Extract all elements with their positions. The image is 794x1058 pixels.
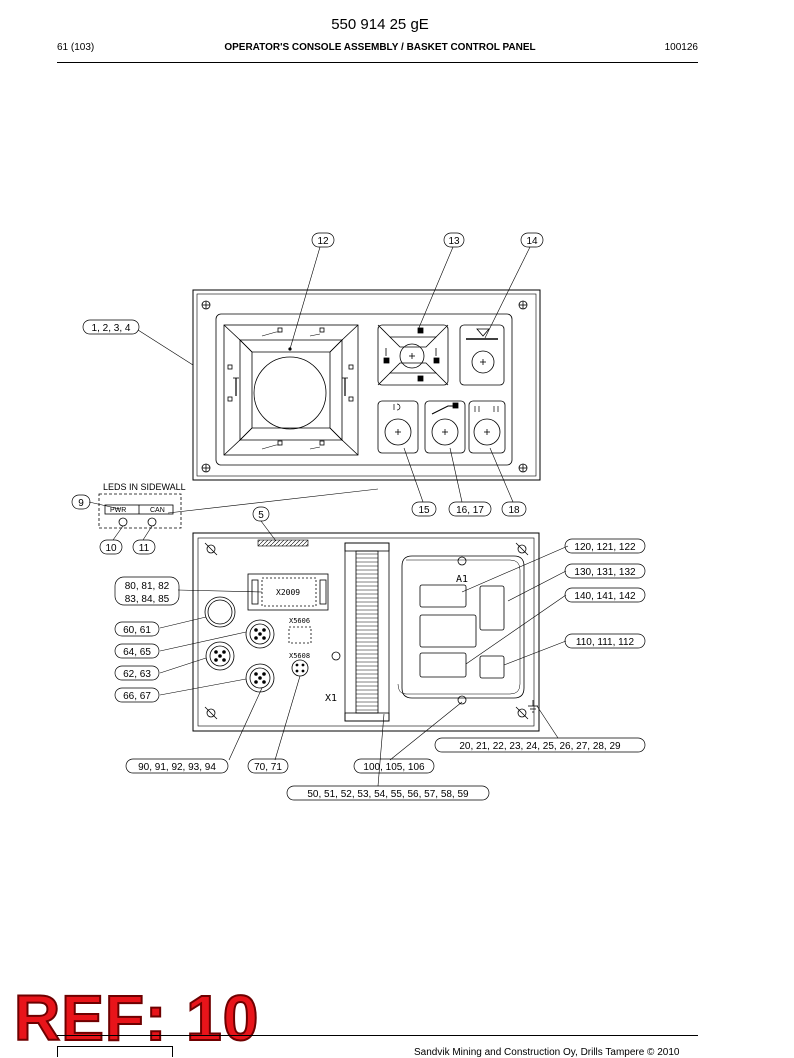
callout-9: 9 [78,498,84,509]
round-connector-64 [245,619,275,649]
callout-83-85: 83, 84, 85 [125,594,170,605]
reference-stamp: REF: 10 [13,982,260,1054]
callout-64-65: 64, 65 [123,647,151,658]
rotary-knob-18 [468,400,506,454]
callout-140: 140, 141, 142 [574,591,636,602]
callout-130: 130, 131, 132 [574,567,636,578]
four-way-switch-module [377,324,449,386]
document-code: 100126 [664,42,698,53]
console-front-panel [192,289,541,481]
callout-14: 14 [526,236,538,247]
callout-62-63: 62, 63 [123,669,151,680]
round-connector-60 [204,596,236,628]
callout-70-71: 70, 71 [254,762,282,773]
callout-15: 15 [418,505,430,516]
controller-a1 [397,555,525,705]
callout-66-67: 66, 67 [123,691,151,702]
console-rear-panel [192,532,540,732]
rotary-knob-15 [377,400,419,454]
callout-60-61: 60, 61 [123,625,151,636]
callout-12: 12 [317,236,329,247]
connector-x5608 [291,651,341,677]
callout-120: 120, 121, 122 [574,542,636,553]
x2009-label: X2009 [276,588,300,597]
round-connector-66 [245,663,275,693]
callout-90-94: 90, 91, 92, 93, 94 [138,762,216,773]
ground-terminal [528,700,538,713]
a1-label: A1 [456,574,468,585]
leader-lines [88,246,569,787]
callout-11: 11 [139,543,150,554]
emergency-stop-module [459,324,505,386]
sandvik-logo [57,1046,173,1057]
callout-110: 110, 111, 112 [576,637,635,648]
callout-16-17: 16, 17 [456,505,484,516]
header-rule [57,62,698,63]
joystick-module [223,324,359,456]
callout-20-29: 20, 21, 22, 23, 24, 25, 26, 27, 28, 29 [459,741,621,752]
terminal-strip-x1 [344,542,390,722]
callout-80-82: 80, 81, 82 [125,581,170,592]
page-number: 61 (103) [57,42,95,53]
page-title: OPERATOR'S CONSOLE ASSEMBLY / BASKET CON… [224,42,536,53]
corner-screw [201,300,528,473]
pwr-label: PWR [110,507,126,514]
x5606-label: X5606 [289,617,310,625]
callout-50-59: 50, 51, 52, 53, 54, 55, 56, 57, 58, 59 [307,789,469,800]
footer-rule [57,1035,698,1036]
callout-100-106: 100, 105, 106 [363,762,425,773]
callout-5: 5 [258,510,264,521]
callouts [71,232,646,801]
document-number: 550 914 25 gE [331,16,429,33]
callout-1-4: 1, 2, 3, 4 [92,323,131,334]
rotary-knob-16 [424,400,466,454]
x5608-label: X5608 [289,652,310,660]
corner-screw [204,542,529,720]
x1-label: X1 [325,693,337,704]
connector-x5606 [288,626,312,644]
round-connector-62 [205,641,235,671]
can-label: CAN [150,507,165,514]
callout-10: 10 [105,543,117,554]
callout-13: 13 [448,236,460,247]
leds-label: LEDS IN SIDEWALL [103,482,186,492]
callout-18: 18 [508,505,520,516]
